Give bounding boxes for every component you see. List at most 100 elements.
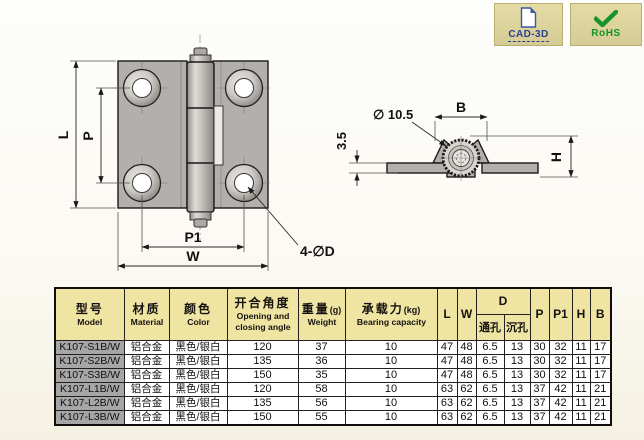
cell-b: 21 — [589, 395, 612, 411]
col-header-d-through: 通孔 — [475, 313, 505, 341]
cell-color: 黑色/银白 — [168, 395, 228, 411]
cell-d-countersunk: 13 — [503, 367, 531, 383]
cell-h: 11 — [571, 395, 591, 411]
cell-d-through: 6.5 — [475, 353, 505, 369]
side-right-leaf — [481, 162, 539, 174]
rohs-badge[interactable]: RoHS — [570, 3, 642, 46]
cell-material: 铝合金 — [123, 367, 170, 383]
cell-weight: 37 — [297, 339, 346, 355]
col-header-p: P — [529, 287, 550, 341]
cell-color: 黑色/银白 — [168, 409, 228, 425]
dim-label-p: P — [80, 131, 96, 140]
cell-p: 30 — [529, 367, 550, 383]
spec-table: 型号 Model 材质 Material 颜色 Color 开合角度 Openi… — [54, 287, 612, 426]
dimension-thickness: 3.5 — [334, 132, 398, 186]
cell-d-through: 6.5 — [475, 395, 505, 411]
cell-b: 17 — [589, 353, 612, 369]
cell-capacity: 10 — [344, 395, 438, 411]
cell-model: K107-S3B/W — [54, 367, 125, 383]
spec-row: K107-L2B/W 铝合金 黑色/银白 135 56 10 63 62 6.5… — [54, 395, 612, 411]
col-header-h: H — [571, 287, 591, 341]
cell-model: K107-L1B/W — [54, 381, 125, 397]
dim-label-l: L — [55, 130, 71, 139]
spec-row: K107-L3B/W 铝合金 黑色/银白 150 55 10 63 62 6.5… — [54, 409, 612, 425]
cell-b: 21 — [589, 409, 612, 425]
cell-capacity: 10 — [344, 409, 438, 425]
cell-angle: 120 — [226, 339, 299, 355]
dimension-p: P — [80, 87, 130, 184]
hinge-barrel — [186, 47, 224, 228]
dim-label-b: B — [456, 99, 466, 115]
cad-3d-badge[interactable]: CAD-3D — [494, 3, 563, 46]
cell-p1: 42 — [548, 409, 573, 425]
cell-weight: 36 — [297, 353, 346, 369]
cell-h: 11 — [571, 409, 591, 425]
cell-b: 21 — [589, 381, 612, 397]
dim-label-thickness: 3.5 — [334, 132, 349, 150]
col-header-weight: 重量(g) Weight — [297, 287, 346, 341]
badges: CAD-3D RoHS — [494, 3, 642, 46]
spec-row: K107-S2B/W 铝合金 黑色/银白 135 36 10 47 48 6.5… — [54, 353, 612, 369]
col-header-d: D — [475, 287, 531, 315]
cell-color: 黑色/银白 — [168, 353, 228, 369]
dimension-l: L — [55, 60, 116, 209]
cell-color: 黑色/银白 — [168, 367, 228, 383]
cell-h: 11 — [571, 339, 591, 355]
cell-b: 17 — [589, 367, 612, 383]
col-header-angle: 开合角度 Opening and closing angle — [226, 287, 299, 341]
cad-document-icon — [520, 7, 537, 28]
cell-d-countersunk: 13 — [503, 353, 531, 369]
cell-h: 11 — [571, 381, 591, 397]
cell-w: 62 — [456, 381, 477, 397]
cell-color: 黑色/银白 — [168, 381, 228, 397]
cell-d-through: 6.5 — [475, 367, 505, 383]
cell-material: 铝合金 — [123, 339, 170, 355]
cell-angle: 150 — [226, 367, 299, 383]
cell-b: 17 — [589, 339, 612, 355]
cell-p: 37 — [529, 381, 550, 397]
knuckle-wrap — [213, 105, 224, 166]
col-header-d-countersunk: 沉孔 — [503, 313, 531, 341]
cell-capacity: 10 — [344, 381, 438, 397]
col-header-w: W — [456, 287, 477, 341]
cell-d-through: 6.5 — [475, 339, 505, 355]
col-header-l: L — [436, 287, 458, 341]
cell-d-through: 6.5 — [475, 409, 505, 425]
col-header-color: 颜色 Color — [168, 287, 228, 341]
spec-row: K107-L1B/W 铝合金 黑色/银白 120 58 10 63 62 6.5… — [54, 381, 612, 397]
col-header-material: 材质 Material — [123, 287, 170, 341]
spec-row: K107-S3B/W 铝合金 黑色/银白 150 35 10 47 48 6.5… — [54, 367, 612, 383]
cell-angle: 120 — [226, 381, 299, 397]
col-header-model: 型号 Model — [54, 287, 125, 341]
cell-w: 48 — [456, 339, 477, 355]
cell-p1: 32 — [548, 367, 573, 383]
col-header-b: B — [589, 287, 612, 341]
cell-weight: 58 — [297, 381, 346, 397]
cell-weight: 35 — [297, 367, 346, 383]
cell-d-countersunk: 13 — [503, 339, 531, 355]
holes-callout: 4-∅D — [247, 186, 335, 259]
cell-l: 47 — [436, 353, 458, 369]
cell-material: 铝合金 — [123, 409, 170, 425]
cell-material: 铝合金 — [123, 353, 170, 369]
dim-label-w: W — [186, 248, 200, 264]
dim-label-diameter: ∅ 10.5 — [373, 107, 413, 122]
cell-p1: 42 — [548, 395, 573, 411]
rohs-check-icon — [594, 10, 618, 27]
cell-angle: 135 — [226, 395, 299, 411]
cell-p1: 32 — [548, 353, 573, 369]
cell-d-through: 6.5 — [475, 381, 505, 397]
dim-label-h: H — [548, 152, 564, 162]
cell-d-countersunk: 13 — [503, 381, 531, 397]
cell-weight: 55 — [297, 409, 346, 425]
cell-l: 63 — [436, 381, 458, 397]
cell-material: 铝合金 — [123, 395, 170, 411]
cell-p1: 42 — [548, 381, 573, 397]
cell-model: K107-S2B/W — [54, 353, 125, 369]
cell-l: 47 — [436, 339, 458, 355]
cell-capacity: 10 — [344, 339, 438, 355]
cell-h: 11 — [571, 367, 591, 383]
spec-row: K107-S1B/W 铝合金 黑色/银白 120 37 10 47 48 6.5… — [54, 339, 612, 355]
cell-capacity: 10 — [344, 353, 438, 369]
col-header-p1: P1 — [548, 287, 573, 341]
